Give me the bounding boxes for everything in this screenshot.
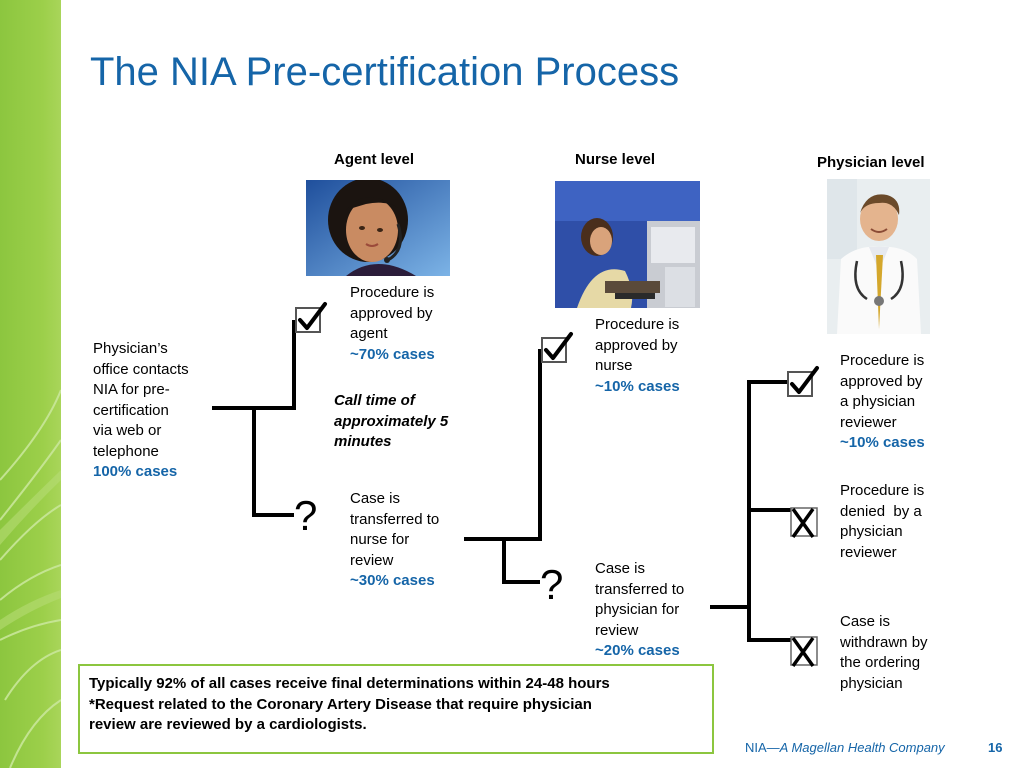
physician-level-label: Physician level xyxy=(817,154,925,171)
start-percentage: 100% cases xyxy=(93,463,178,480)
approved-checkmark-icon xyxy=(787,366,819,397)
denied-x-icon xyxy=(790,507,818,539)
nurse-approved-line: approved by xyxy=(595,336,678,354)
agent-approved-line: approved by xyxy=(350,304,433,322)
start-line: office contacts xyxy=(93,360,189,378)
page-title: The NIA Pre-certification Process xyxy=(90,50,680,94)
nurse-transfer-line: transferred to xyxy=(595,580,685,598)
nurse-approved-line: nurse xyxy=(595,357,633,374)
agent-transfer-percentage: ~30% cases xyxy=(350,572,435,589)
nurse-photo xyxy=(555,181,700,308)
physician-denied-line: reviewer xyxy=(840,543,897,561)
nurse-transfer-line: review xyxy=(595,621,639,639)
page-number: 16 xyxy=(988,740,1003,755)
summary-line: *Request related to the Coronary Artery … xyxy=(89,695,592,713)
physician-withdrawn-line: physician xyxy=(840,674,903,692)
footer-org: NIA— xyxy=(745,740,780,755)
call-time-line: minutes xyxy=(334,433,392,450)
footer-branding: NIA—A Magellan Health Company xyxy=(745,740,945,755)
summary-note-box: Typically 92% of all cases receive final… xyxy=(78,664,714,754)
physician-withdrawn-text: Case is withdrawn by the ordering physic… xyxy=(840,612,928,694)
physician-approved-line: a physician xyxy=(840,393,916,410)
nurse-approved-line: Procedure is xyxy=(595,316,680,333)
physician-withdrawn-line: withdrawn by xyxy=(840,633,928,651)
agent-transfer-text: Case is transferred to nurse for review … xyxy=(350,489,439,592)
summary-line: Typically 92% of all cases receive final… xyxy=(89,675,610,692)
nurse-transfer-line: physician for xyxy=(595,601,680,618)
decorative-side-bar xyxy=(0,0,61,768)
start-line: Physician’s xyxy=(93,340,168,357)
nurse-level-label: Nurse level xyxy=(575,151,656,168)
footer-company: A Magellan Health Company xyxy=(779,740,945,755)
physician-photo xyxy=(827,179,930,334)
nurse-approved-text: Procedure is approved by nurse ~10% case… xyxy=(595,315,680,397)
call-time-line: Call time of xyxy=(334,392,415,409)
physician-approved-line: approved by xyxy=(840,372,923,390)
nurse-approved-percentage: ~10% cases xyxy=(595,377,680,395)
start-step-text: Physician’s office contacts NIA for pre-… xyxy=(93,339,189,483)
start-line: NIA for pre- xyxy=(93,381,170,398)
physician-denied-line: Procedure is xyxy=(840,482,925,499)
agent-transfer-line: Case is xyxy=(350,490,401,507)
nurse-transfer-text: Case is transferred to physician for rev… xyxy=(595,559,684,662)
physician-withdrawn-line: Case is xyxy=(840,613,891,630)
agent-approved-text: Procedure is approved by agent ~70% case… xyxy=(350,283,435,365)
start-line: via web or xyxy=(93,422,162,439)
leaf-decoration xyxy=(0,389,61,768)
agent-photo xyxy=(306,180,450,276)
call-time-line: approximately 5 xyxy=(334,412,449,430)
physician-approved-text: Procedure is approved by a physician rev… xyxy=(840,351,925,454)
nurse-transfer-line: Case is xyxy=(595,560,646,577)
nurse-transfer-percentage: ~20% cases xyxy=(595,642,680,659)
start-line: certification xyxy=(93,401,169,419)
physician-denied-line: physician xyxy=(840,523,903,540)
withdrawn-x-icon xyxy=(790,636,818,668)
summary-line: review are reviewed by a cardiologists. xyxy=(89,716,367,733)
agent-approved-line: agent xyxy=(350,325,388,342)
agent-level-label: Agent level xyxy=(334,151,415,168)
agent-approved-percentage: ~70% cases xyxy=(350,345,435,363)
agent-transfer-line: nurse for xyxy=(350,531,410,548)
physician-approved-line: reviewer xyxy=(840,413,897,431)
question-mark-icon: ? xyxy=(540,561,564,608)
call-time-note: Call time of approximately 5 minutes xyxy=(334,391,448,453)
physician-denied-line: denied by a xyxy=(840,502,922,520)
physician-approved-percentage: ~10% cases xyxy=(840,434,925,451)
agent-approved-line: Procedure is xyxy=(350,284,435,301)
question-mark-icon: ? xyxy=(294,492,318,539)
start-line: telephone xyxy=(93,442,159,460)
approved-checkmark-icon xyxy=(541,332,573,363)
agent-transfer-line: transferred to xyxy=(350,510,440,528)
physician-denied-text: Procedure is denied by a physician revie… xyxy=(840,481,924,563)
physician-withdrawn-line: the ordering xyxy=(840,654,921,671)
physician-approved-line: Procedure is xyxy=(840,352,925,369)
approved-checkmark-icon xyxy=(295,302,327,333)
agent-transfer-line: review xyxy=(350,551,394,569)
